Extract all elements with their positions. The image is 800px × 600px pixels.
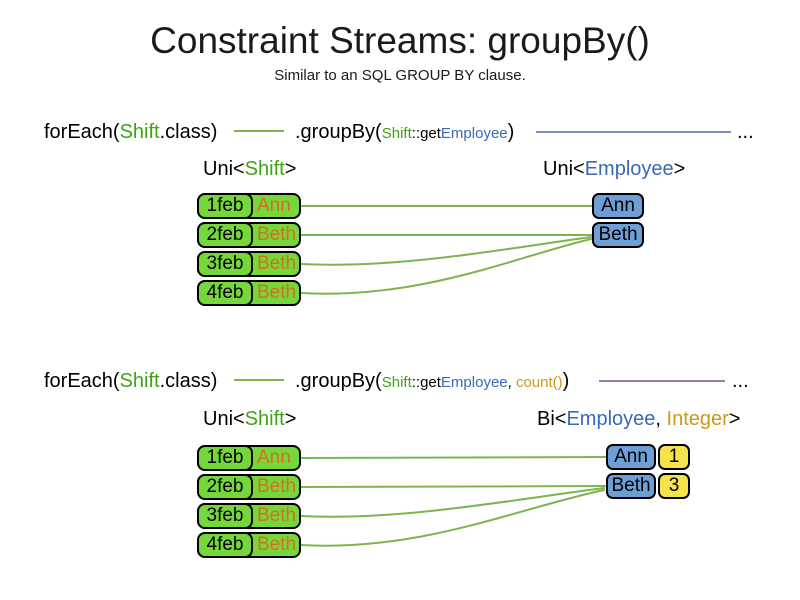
shift-employee-name: Ann (257, 447, 291, 468)
mapping-line-3feb-beth (299, 236, 592, 266)
page-subtitle: Similar to an SQL GROUP BY clause. (274, 67, 526, 84)
stream-connector-purple-2 (599, 380, 725, 382)
code-token-shift: Shift (119, 121, 160, 143)
code-token: forEach( (44, 121, 120, 143)
shift-row: Beth 4feb (197, 532, 301, 558)
shift-date-box: 3feb (197, 503, 253, 529)
mapping-line-4feb-beth (299, 238, 592, 295)
shift-row: Beth 3feb (197, 503, 301, 529)
groupby-expression-2: .groupBy(Shift::getEmployee, count()) (295, 368, 569, 396)
shift-date-box: 3feb (197, 251, 253, 277)
shift-row: Beth 3feb (197, 251, 301, 277)
code-token: forEach( (44, 370, 120, 392)
label-token: > (284, 158, 297, 180)
page-title: Constraint Streams: groupBy() (150, 20, 650, 61)
uni-employee-label: Uni<Employee> (543, 158, 685, 181)
shift-employee-name: Beth (257, 224, 297, 245)
code-token-shift: Shift (381, 125, 412, 142)
mapping-line-4feb-beth-2 (299, 489, 605, 547)
mapping-line-2feb-beth-2 (299, 485, 606, 488)
bi-employee-integer-label: Bi<Employee, Integer> (537, 408, 740, 431)
employee-box: Ann (606, 444, 656, 470)
code-token: .class) (159, 121, 218, 143)
label-token: Uni< (203, 158, 245, 180)
code-token-count: count() (515, 374, 563, 391)
label-token: Uni< (543, 158, 585, 180)
mapping-line-3feb-beth-2 (299, 487, 605, 518)
shift-date-box: 4feb (197, 280, 253, 306)
shift-employee-name: Beth (257, 282, 297, 303)
shift-row: Ann 1feb (197, 445, 301, 471)
ellipsis-1: ... (737, 121, 754, 143)
shift-table-2: Ann 1feb Beth 2feb Beth 3feb Beth 4feb (197, 445, 301, 561)
shift-employee-name: Ann (257, 195, 291, 216)
label-token-shift: Shift (244, 408, 285, 430)
count-box: 1 (658, 444, 690, 470)
employee-box: Beth (606, 473, 656, 499)
shift-table-1: Ann 1feb Beth 2feb Beth 3feb Beth 4feb (197, 193, 301, 309)
groupby-expression-1: .groupBy(Shift::getEmployee) (295, 119, 514, 147)
foreach-expression-2: forEach(Shift.class) (44, 368, 217, 394)
code-token: .groupBy( (295, 121, 382, 143)
mapping-line-1feb-ann-2 (299, 456, 608, 459)
code-token-employee: Employee (440, 374, 508, 391)
shift-employee-name: Beth (257, 505, 297, 526)
label-token: > (284, 408, 297, 430)
label-token: Bi< (537, 408, 567, 430)
label-token-employee: Employee (566, 408, 656, 430)
count-box: 3 (658, 473, 690, 499)
stream-connector-blue-1 (536, 131, 731, 133)
uni-shift-label-1: Uni<Shift> (203, 158, 296, 181)
code-token-shift: Shift (119, 370, 160, 392)
shift-row: Beth 2feb (197, 222, 301, 248)
label-token: > (673, 158, 686, 180)
group-row: Beth 3 (606, 473, 690, 499)
employee-box: Beth (592, 222, 644, 248)
foreach-expression-1: forEach(Shift.class) (44, 119, 217, 145)
employee-groups-2: Ann 1 Beth 3 (606, 444, 690, 502)
uni-shift-label-2: Uni<Shift> (203, 408, 296, 431)
shift-employee-name: Beth (257, 476, 297, 497)
code-token: .groupBy( (295, 370, 382, 392)
label-token: , (655, 408, 667, 430)
shift-employee-name: Beth (257, 534, 297, 555)
code-token-shift: Shift (381, 374, 412, 391)
label-token: Uni< (203, 408, 245, 430)
code-token: .class) (159, 370, 218, 392)
stream-connector-green-2 (234, 379, 284, 381)
employee-groups-1: Ann Beth (592, 193, 644, 251)
code-token: , (507, 374, 516, 391)
shift-date-box: 2feb (197, 474, 253, 500)
shift-date-box: 1feb (197, 193, 253, 219)
ellipsis-2: ... (732, 370, 749, 392)
code-token-employee: Employee (440, 125, 508, 142)
shift-date-box: 4feb (197, 532, 253, 558)
shift-date-box: 2feb (197, 222, 253, 248)
label-token-shift: Shift (244, 158, 285, 180)
employee-box: Ann (592, 193, 644, 219)
shift-row: Beth 4feb (197, 280, 301, 306)
group-row: Ann 1 (606, 444, 690, 470)
code-token: ) (507, 121, 515, 143)
code-token: ) (562, 370, 570, 392)
shift-employee-name: Beth (257, 253, 297, 274)
label-token: > (728, 408, 741, 430)
label-token-employee: Employee (584, 158, 674, 180)
code-token: ::get (411, 374, 441, 391)
shift-date-box: 1feb (197, 445, 253, 471)
shift-row: Beth 2feb (197, 474, 301, 500)
shift-row: Ann 1feb (197, 193, 301, 219)
code-token: ::get (411, 125, 441, 142)
stream-connector-green-1 (234, 130, 284, 132)
label-token-integer: Integer (666, 408, 729, 430)
